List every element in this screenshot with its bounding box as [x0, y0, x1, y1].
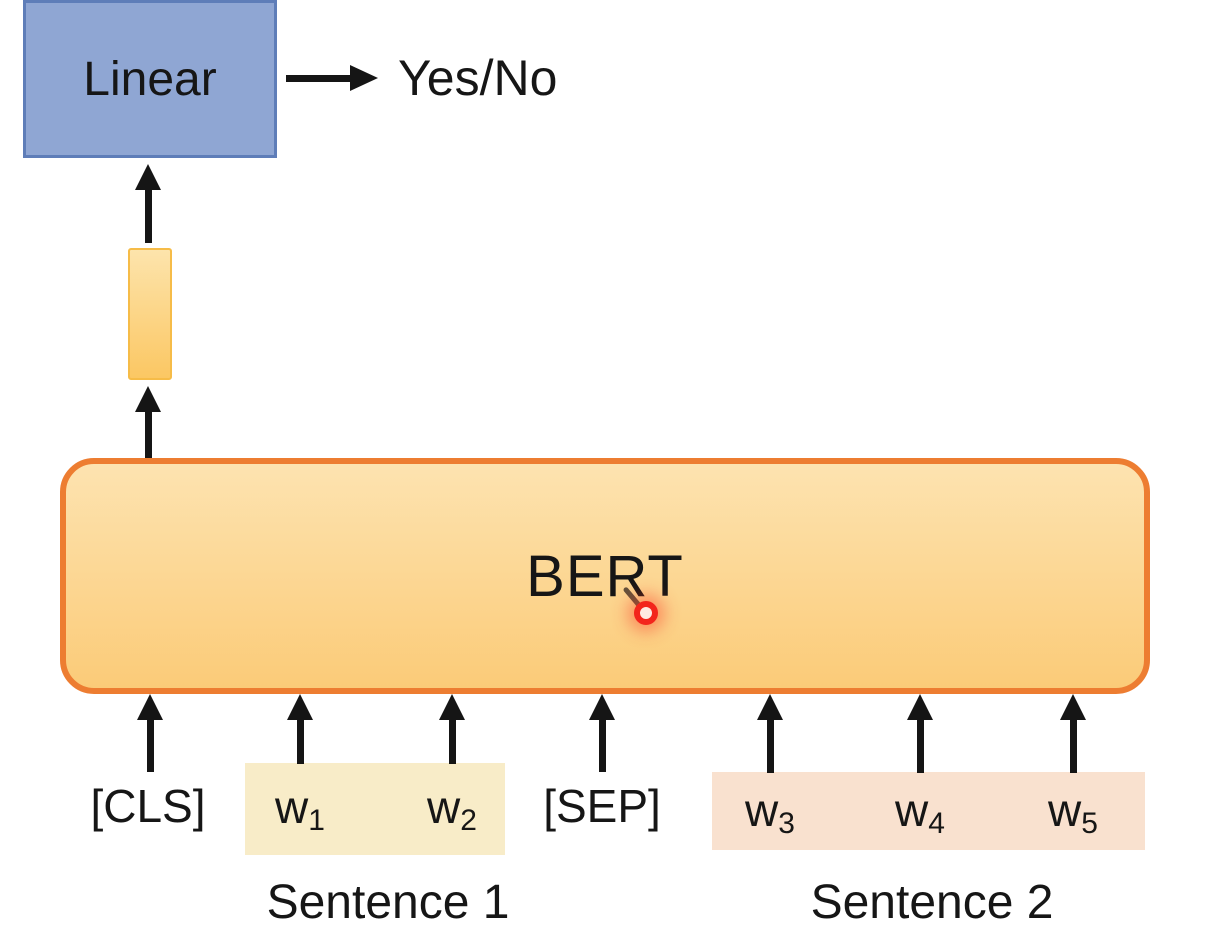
token-sub: 1: [308, 803, 325, 837]
arrow-stem: [1070, 716, 1077, 773]
token-w1: w1: [275, 780, 325, 841]
sentence1-highlight: [245, 763, 505, 855]
arrow-head: [439, 694, 465, 720]
token-w3: w3: [745, 783, 795, 844]
token-base: w: [1048, 784, 1082, 836]
output-label: Yes/No: [398, 50, 558, 106]
sentence2-label: Sentence 2: [810, 876, 1054, 929]
arrow-stem: [145, 186, 152, 243]
arrow-stem: [767, 716, 774, 773]
arrow-stem: [449, 716, 456, 764]
arrow-stem: [599, 716, 606, 772]
cls-embedding-vector: [128, 248, 172, 380]
token-sep: [SEP]: [543, 779, 661, 840]
arrow-stem: [286, 75, 352, 82]
token-w4: w4: [895, 783, 945, 844]
token-base: w: [427, 781, 461, 833]
arrow-head: [1060, 694, 1086, 720]
arrow-head: [589, 694, 615, 720]
arrow-head: [907, 694, 933, 720]
token-base: [SEP]: [543, 780, 661, 832]
arrow-head: [350, 65, 378, 91]
arrow-stem: [297, 716, 304, 764]
token-base: [CLS]: [90, 780, 206, 832]
arrow-head: [757, 694, 783, 720]
token-sub: 4: [928, 806, 945, 840]
token-base: w: [895, 784, 929, 836]
token-base: w: [745, 784, 779, 836]
token-sub: 5: [1081, 806, 1098, 840]
sentence1-label: Sentence 1: [266, 876, 510, 929]
token-base: w: [275, 781, 309, 833]
token-cls: [CLS]: [90, 779, 205, 840]
token-w5: w5: [1048, 783, 1098, 844]
token-w2: w2: [427, 780, 477, 841]
arrow-head: [135, 164, 161, 190]
arrow-stem: [147, 716, 154, 772]
token-sub: 3: [778, 806, 795, 840]
bert-box: BERT: [60, 458, 1150, 694]
token-sub: 2: [460, 803, 477, 837]
linear-label: Linear: [83, 52, 217, 106]
laser-pointer-dot: [634, 601, 658, 625]
arrow-head: [135, 386, 161, 412]
arrow-head: [137, 694, 163, 720]
bert-label: BERT: [526, 543, 684, 609]
linear-box: Linear: [23, 0, 277, 158]
arrow-stem: [917, 716, 924, 773]
arrow-head: [287, 694, 313, 720]
arrow-stem: [145, 408, 152, 462]
sentence2-highlight: [712, 772, 1145, 850]
